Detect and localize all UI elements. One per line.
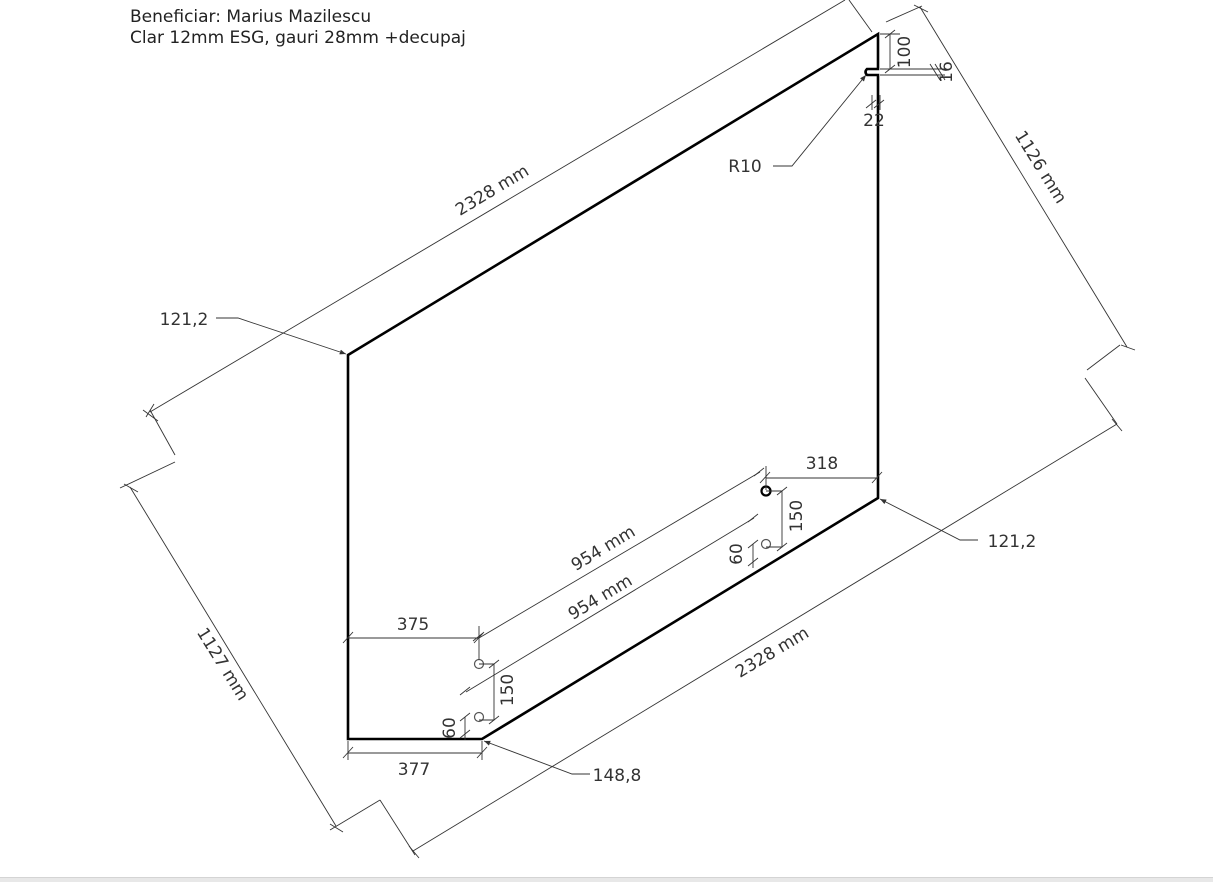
dim-hole-spacing-lower xyxy=(465,517,755,693)
angle-bottom-right-text: 121,2 xyxy=(988,532,1037,552)
dim-notch-radius-text: R10 xyxy=(728,157,761,177)
dim-hole-spacing-upper xyxy=(478,471,761,639)
holes xyxy=(473,485,772,723)
dim-bottom-edge-text: 2328 mm xyxy=(732,623,812,682)
dim-hole-left-edge-text: 60 xyxy=(440,717,460,739)
dim-notch-depth-text: 16 xyxy=(937,61,957,83)
hole-right-lower xyxy=(760,538,772,550)
glass-spec: Clar 12mm ESG, gauri 28mm +decupaj xyxy=(130,28,466,48)
drawing-title-block: Beneficiar: Marius Mazilescu Clar 12mm E… xyxy=(130,7,466,49)
dim-hole-spacing-upper-text: 954 mm xyxy=(568,522,639,576)
dim-bottom-edge-line xyxy=(412,423,1118,852)
dim-hole-right-edge-text: 60 xyxy=(727,543,747,565)
dim-top-edge-line xyxy=(149,0,846,413)
dim-notch-width-text: 22 xyxy=(863,111,885,131)
dim-hole-left-offset-text: 375 xyxy=(397,615,429,635)
client-name: Beneficiar: Marius Mazilescu xyxy=(130,7,372,27)
glass-panel-outline xyxy=(346,31,880,741)
angle-top-left-text: 121,2 xyxy=(160,310,209,330)
dim-notch-offset-text: 100 xyxy=(895,36,915,68)
dim-hole-right-offset-text: 318 xyxy=(806,454,838,474)
dim-left-height-text: 1127 mm xyxy=(192,624,252,704)
angle-bottom-left-text: 148,8 xyxy=(593,766,642,786)
dim-bottom-short-edge-text: 377 xyxy=(398,760,430,780)
dimension-lines xyxy=(119,0,1136,859)
dim-left-height-line xyxy=(129,486,337,827)
dim-hole-left-vertical-text: 150 xyxy=(498,674,518,706)
hole-left-lower xyxy=(473,711,485,723)
dim-hole-spacing-lower-text: 954 mm xyxy=(565,571,636,625)
window-bottom-bar xyxy=(0,877,1213,882)
dim-right-height-text: 1126 mm xyxy=(1010,127,1070,207)
dim-right-height-line xyxy=(919,6,1128,348)
dim-hole-right-vertical-text: 150 xyxy=(787,500,807,532)
dim-top-edge-text: 2328 mm xyxy=(452,161,532,220)
